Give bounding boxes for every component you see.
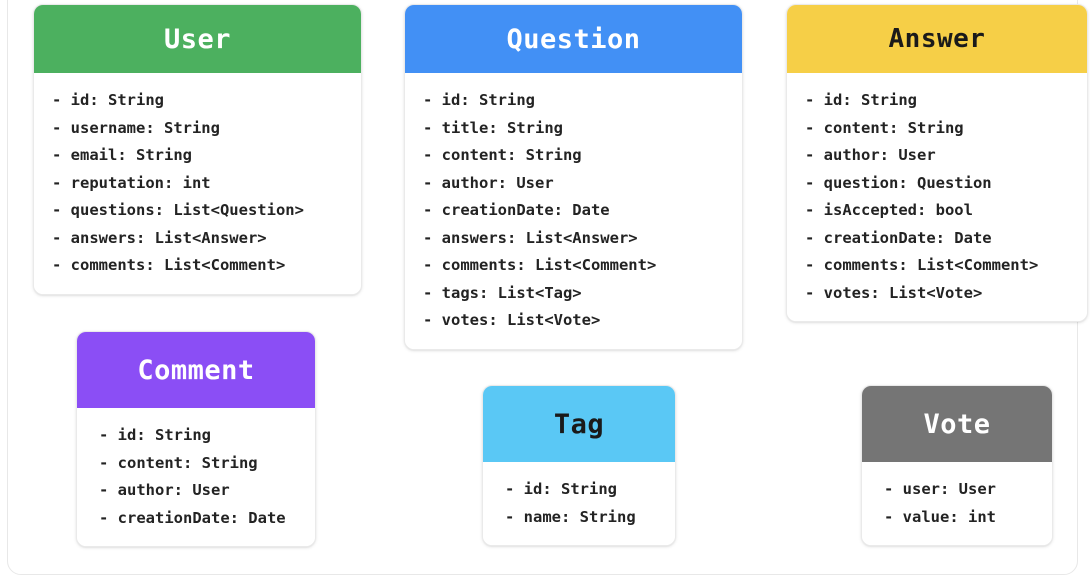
- class-title-vote: Vote: [923, 408, 991, 440]
- class-field: - comments: List<Comment>: [805, 256, 1039, 274]
- diagram-panel: User - id: String - username: String - e…: [7, 0, 1088, 575]
- class-field: - id: String: [52, 91, 164, 109]
- class-field: - content: String: [805, 118, 964, 137]
- class-header-vote: Vote: [862, 386, 1052, 462]
- class-field: - username: String: [52, 118, 220, 137]
- class-field: - id: String: [805, 91, 917, 109]
- class-body-tag: - id: String - name: String: [483, 462, 675, 545]
- class-card-comment[interactable]: Comment - id: String - content: String -…: [76, 331, 316, 547]
- class-field: - isAccepted: bool: [805, 201, 973, 219]
- class-field: - votes: List<Vote>: [423, 311, 601, 329]
- class-field: - id: String: [505, 480, 617, 498]
- class-header-comment: Comment: [77, 332, 315, 408]
- class-header-tag: Tag: [483, 386, 675, 462]
- class-field: - content: String: [99, 453, 258, 472]
- class-field: - reputation: int: [52, 173, 211, 192]
- class-field: - author: User: [99, 481, 230, 499]
- class-title-tag: Tag: [553, 408, 605, 440]
- class-title-user: User: [163, 23, 232, 55]
- class-field: - tags: List<Tag>: [423, 283, 582, 302]
- class-field: - creationDate: Date: [805, 228, 992, 247]
- class-field: - comments: List<Comment>: [423, 256, 657, 274]
- class-field: - questions: List<Question>: [52, 201, 304, 219]
- class-card-vote[interactable]: Vote - user: User - value: int: [861, 385, 1053, 546]
- class-card-user[interactable]: User - id: String - username: String - e…: [33, 4, 362, 295]
- class-title-comment: Comment: [137, 354, 255, 386]
- class-title-answer: Answer: [888, 24, 986, 54]
- class-body-question: - id: String - title: String - content: …: [405, 73, 742, 349]
- class-header-answer: Answer: [787, 5, 1087, 73]
- class-field: - author: User: [805, 146, 936, 164]
- class-body-answer: - id: String - content: String - author:…: [787, 73, 1087, 321]
- class-header-question: Question: [405, 5, 742, 73]
- class-field: - email: String: [52, 146, 192, 164]
- class-field: - creationDate: Date: [423, 201, 610, 219]
- class-field: - votes: List<Vote>: [805, 283, 983, 302]
- class-body-user: - id: String - username: String - email:…: [34, 73, 361, 294]
- class-card-tag[interactable]: Tag - id: String - name: String: [482, 385, 676, 546]
- class-card-answer[interactable]: Answer - id: String - content: String - …: [786, 4, 1088, 322]
- class-field: - answers: List<Answer>: [423, 228, 638, 247]
- class-header-user: User: [34, 5, 361, 73]
- class-field: - question: Question: [805, 173, 992, 192]
- class-field: - content: String: [423, 146, 582, 164]
- class-field: - id: String: [423, 91, 535, 109]
- class-field: - creationDate: Date: [99, 508, 286, 527]
- class-field: - comments: List<Comment>: [52, 256, 286, 274]
- class-title-question: Question: [506, 23, 641, 55]
- class-body-comment: - id: String - content: String - author:…: [77, 408, 315, 546]
- class-field: - answers: List<Answer>: [52, 228, 267, 247]
- class-field: - id: String: [99, 426, 211, 444]
- class-body-vote: - user: User - value: int: [862, 462, 1052, 545]
- class-field: - title: String: [423, 118, 563, 137]
- class-field: - value: int: [884, 507, 996, 526]
- class-field: - author: User: [423, 173, 554, 192]
- class-card-question[interactable]: Question - id: String - title: String - …: [404, 4, 743, 350]
- class-field: - user: User: [884, 480, 996, 498]
- class-field: - name: String: [505, 507, 636, 526]
